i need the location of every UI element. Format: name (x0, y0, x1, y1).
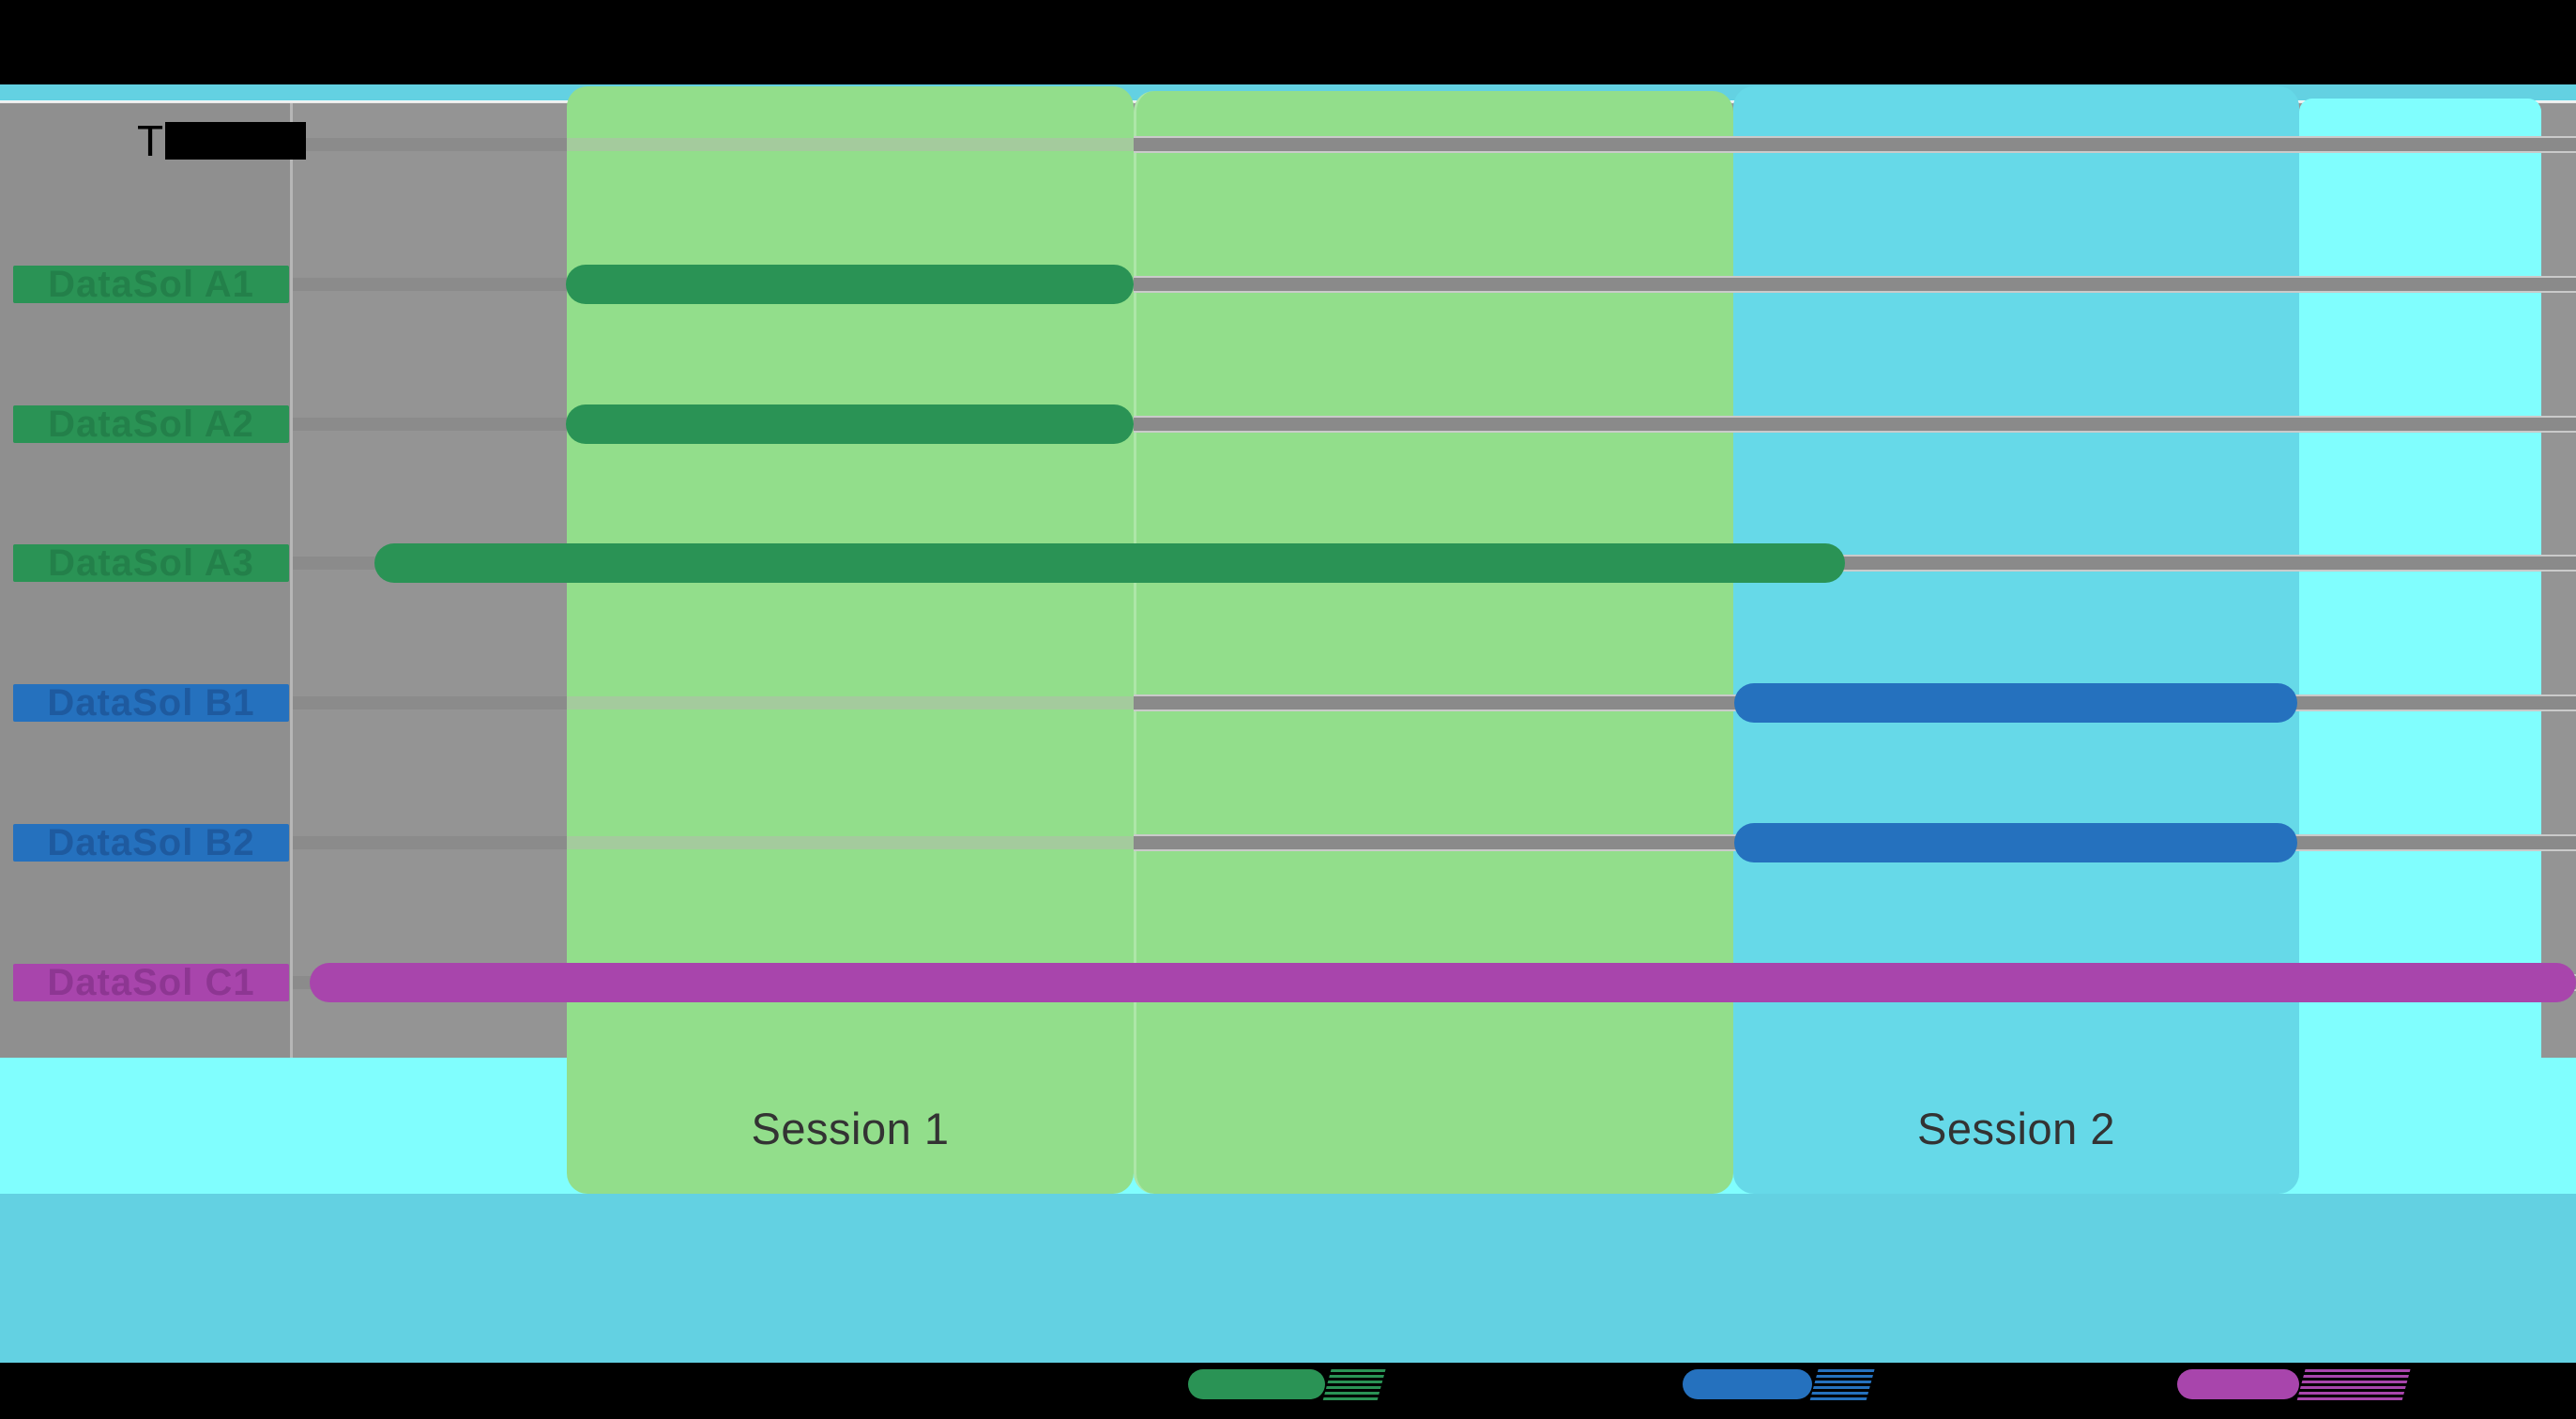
task-label-b1: DataSol B1 (13, 681, 289, 724)
track-segment (567, 696, 1134, 710)
task-bar-a1[interactable] (566, 265, 1134, 304)
task-label-text: DataSol C1 (47, 961, 255, 1003)
task-label-text: DataSol B2 (47, 821, 255, 863)
session-1-band: Session 1 (567, 86, 1134, 1194)
track-segment (293, 278, 567, 291)
track-segment (1134, 276, 2576, 293)
header-redaction-box (165, 122, 307, 160)
track-segment (293, 138, 567, 151)
session-2-label: Session 2 (1917, 1104, 2115, 1153)
task-label-c1: DataSol C1 (13, 961, 289, 1003)
task-label-a2: DataSol A2 (13, 403, 289, 445)
track-segment (567, 836, 1134, 849)
session-2-band: Session 2 (1733, 86, 2299, 1194)
track-segment (293, 696, 567, 710)
bottom-cyan-band (0, 1194, 2576, 1363)
task-bar-a3[interactable] (374, 543, 1845, 583)
task-label-text: DataSol B1 (47, 681, 255, 724)
legend-stripes-blue (1809, 1369, 1875, 1401)
column-header: T (137, 116, 307, 165)
header-visible-text: T (137, 116, 164, 165)
track-segment (293, 418, 567, 431)
task-label-b2: DataSol B2 (13, 821, 289, 863)
task-label-text: DataSol A2 (48, 403, 254, 445)
trailing-band (2299, 99, 2541, 1194)
task-label-a3: DataSol A3 (13, 542, 289, 584)
session-1-label: Session 1 (751, 1104, 950, 1153)
task-bar-c1[interactable] (310, 963, 2576, 1002)
gridline-track-header (0, 136, 2576, 153)
track-segment (1134, 136, 2576, 153)
track-segment (293, 836, 567, 849)
track-segment (567, 138, 1134, 151)
task-bar-b1[interactable] (1734, 683, 2297, 723)
legend-swatch-green[interactable] (1188, 1369, 1325, 1399)
legend-stripes-magenta (2296, 1369, 2411, 1401)
track-segment (1134, 416, 2576, 433)
legend-swatch-magenta[interactable] (2177, 1369, 2299, 1399)
legend-stripes-green (1322, 1369, 1386, 1401)
gridline-track-a1 (0, 276, 2576, 293)
gridline-track-a2 (0, 416, 2576, 433)
task-bar-a2[interactable] (566, 404, 1134, 444)
task-label-text: DataSol A1 (48, 263, 254, 305)
task-bar-b2[interactable] (1734, 823, 2297, 862)
task-label-a1: DataSol A1 (13, 263, 289, 305)
session-1b-band (1134, 91, 1733, 1194)
task-label-text: DataSol A3 (48, 542, 254, 584)
legend-swatch-blue[interactable] (1683, 1369, 1812, 1399)
